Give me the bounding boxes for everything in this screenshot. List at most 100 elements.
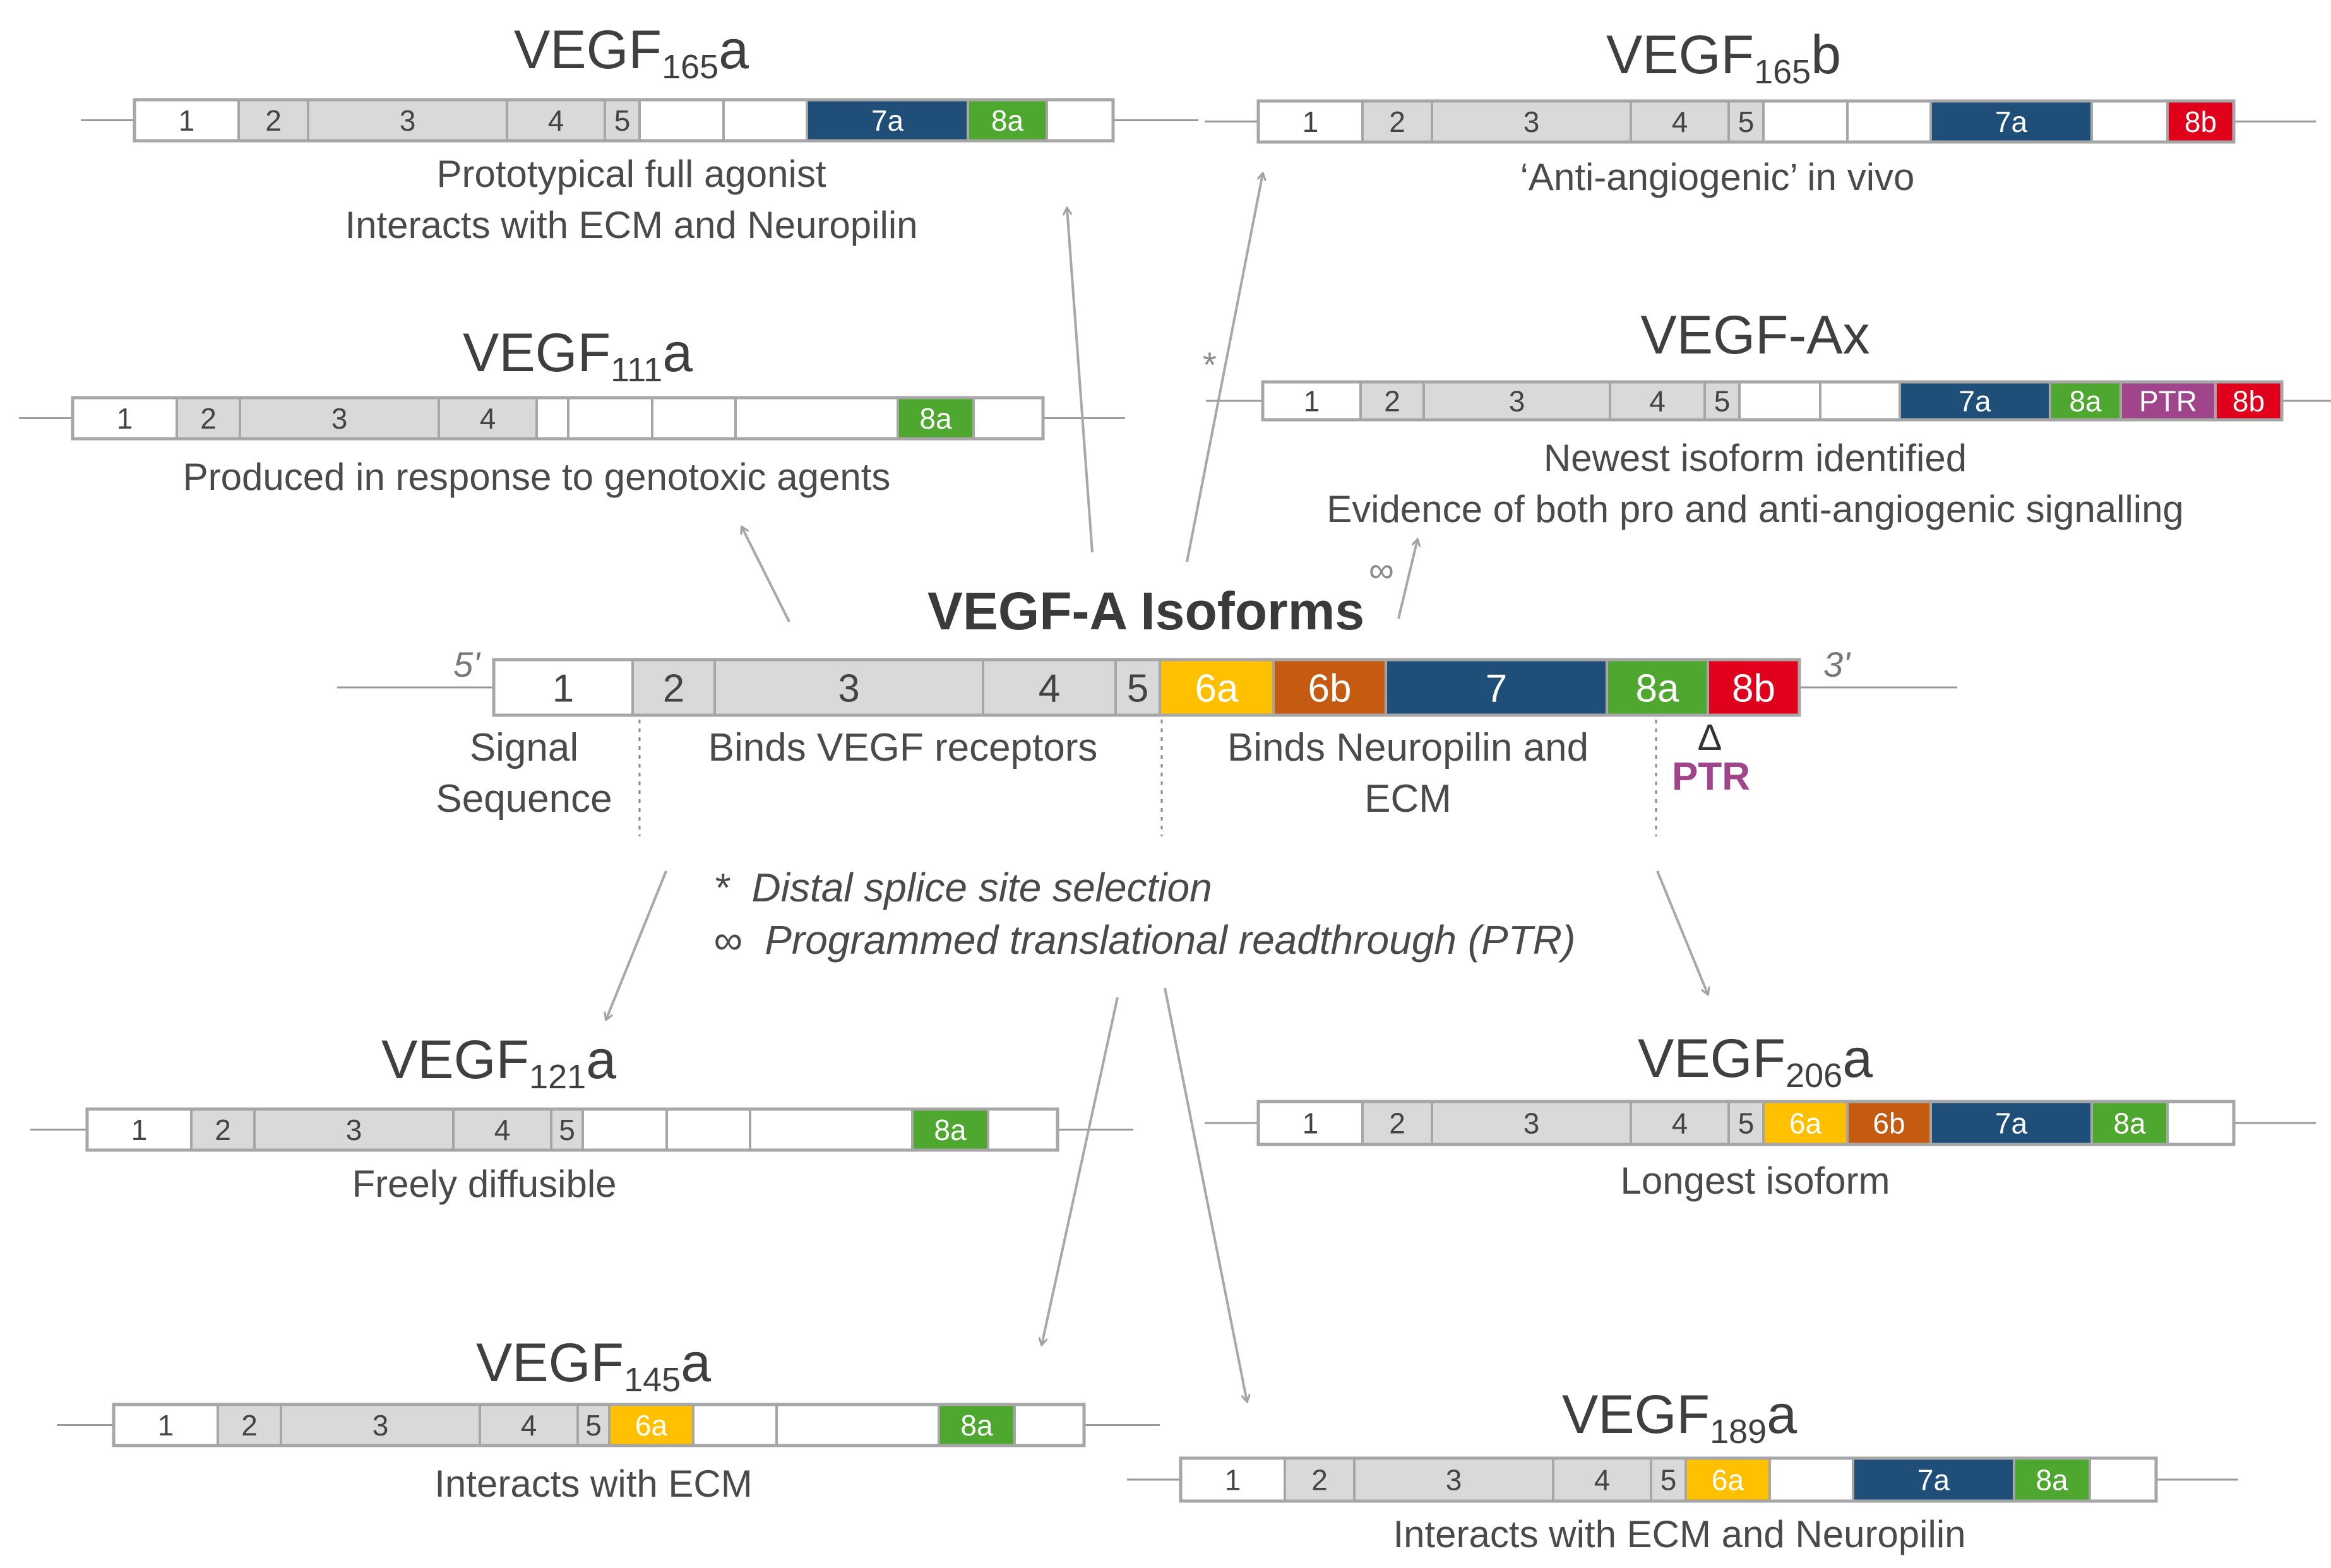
isoform-165a-exon-label-1: 1 [179, 104, 195, 137]
isoform-165b-exon-label-1: 1 [1303, 105, 1319, 138]
arrow-to-165a [1067, 208, 1094, 553]
isoform-165a-exon-label-7a: 7a [871, 104, 904, 137]
isoform-145a-name-subscript: 145 [624, 1361, 681, 1399]
isoform-206a-exon-label-6a: 6a [1789, 1107, 1822, 1140]
isoform-111a-exon-blank-5 [567, 396, 653, 440]
isoform-121a-description-line-0: Freely diffusible [352, 1163, 617, 1205]
isoform-111a-bar-outline [71, 396, 1045, 441]
isoform-121a-exon-3 [253, 1108, 455, 1151]
isoform-145a-exon-label-8a: 8a [960, 1409, 993, 1442]
isoform-206a-exon-4 [1630, 1100, 1730, 1146]
isoform-189a-description: Interacts with ECM and Neuropilin [1393, 1509, 1965, 1560]
isoform-121a-exon-blank-5 [581, 1108, 668, 1151]
isoform-165b-exon-8b [2166, 100, 2235, 143]
arrow-to-145a [1042, 997, 1119, 1345]
isoform-189a-bar-outline [1179, 1456, 2158, 1503]
isoform-165a-bar-outline [133, 98, 1115, 143]
isoform-189a-exon-label-1: 1 [1225, 1464, 1241, 1497]
isoform-165a-name-base: VEGF [513, 20, 662, 80]
isoform-145a-exon-label-4: 4 [521, 1409, 537, 1442]
isoform-145a-exon-label-1: 1 [158, 1409, 174, 1442]
isoform-165b-exon-3 [1431, 100, 1632, 143]
isoform-121a-name-base: VEGF [381, 1030, 530, 1090]
isoform-165b-exon-label-4: 4 [1672, 105, 1688, 138]
main-exon-label-3: 3 [838, 667, 859, 710]
isoform-165a-exon-label-8a: 8a [991, 104, 1024, 137]
isoform-189a-exon-7a [1852, 1457, 2015, 1502]
isoform-Ax-exon-blank-6 [1819, 381, 1901, 421]
isoform-Ax-exon-label-3: 3 [1509, 385, 1525, 418]
isoform-165a-name-suffix: a [718, 20, 749, 80]
isoform-145a-name-suffix: a [681, 1333, 712, 1393]
isoform-Ax-exon-8a [2049, 381, 2122, 421]
isoform-Ax-name: VEGF-Ax [1640, 304, 1869, 367]
legend-inf-symbol: ∞ [713, 917, 742, 963]
isoform-121a-exon-label-5: 5 [559, 1114, 575, 1146]
isoform-111a-exon-blank-7 [734, 396, 899, 440]
legend-star-symbol: * [713, 865, 729, 910]
isoform-206a-exon-label-1: 1 [1303, 1107, 1319, 1140]
isoform-Ax-name-base: VEGF-Ax [1640, 305, 1870, 365]
main-exon-label-7: 7 [1486, 667, 1507, 710]
isoform-121a-exon-label-2: 2 [215, 1114, 231, 1146]
isoform-145a-bar-outline [112, 1403, 1086, 1447]
isoform-206a-bar-outline [1256, 1100, 2236, 1146]
isoform-145a-name: VEGF145a [476, 1332, 711, 1399]
isoform-206a-exon-label-3: 3 [1523, 1107, 1540, 1140]
isoform-Ax-description-line-1: Evidence of both pro and anti-angiogenic… [1326, 488, 2184, 530]
arrow-to-165b [1186, 174, 1263, 562]
isoform-145a-exon-blank-6 [692, 1403, 778, 1447]
isoform-Ax-bar-outline [1261, 380, 2284, 422]
isoform-206a-exon-1 [1257, 1100, 1364, 1146]
isoform-206a-name-base: VEGF [1637, 1028, 1786, 1089]
isoform-121a-bar-outline [85, 1107, 1059, 1152]
isoform-206a-name-subscript: 206 [1786, 1057, 1843, 1095]
signal-line-1: Signal [469, 726, 579, 769]
isoform-165a-exon-blank-9 [1046, 98, 1114, 142]
isoform-206a-exon-6b [1846, 1100, 1932, 1146]
isoform-165a-description-line-1: Interacts with ECM and Neuropilin [345, 204, 918, 246]
isoform-165b-exon-blank-5 [1762, 100, 1849, 143]
isoform-189a-exon-label-6a: 6a [1712, 1464, 1744, 1497]
isoform-111a-exon-blank-6 [651, 396, 737, 440]
isoform-111a-name-suffix: a [662, 323, 693, 383]
main-exon-4 [982, 658, 1117, 716]
isoform-165b-exon-blank-6 [1846, 100, 1932, 143]
isoform-206a-exon-label-7a: 7a [1995, 1107, 2028, 1140]
isoform-121a-description: Freely diffusible [352, 1158, 616, 1209]
isoform-189a-exon-3 [1353, 1457, 1554, 1502]
isoform-Ax-exon-label-PTR: PTR [2139, 385, 2197, 418]
isoform-121a-exon-8a [911, 1108, 989, 1151]
legend-inf-row: ∞ Programmed translational readthrough (… [713, 914, 1575, 966]
legend: * Distal splice site selection ∞ Program… [713, 862, 1575, 966]
signal-sequence-label: Signal Sequence [436, 723, 612, 824]
isoform-121a-exon-label-4: 4 [494, 1114, 511, 1146]
isoform-206a-description: Longest isoform [1621, 1155, 1890, 1206]
isoform-121a-exon-label-8a: 8a [934, 1114, 967, 1146]
isoform-165a-exon-label-2: 2 [265, 104, 282, 137]
isoform-145a-exon-label-5: 5 [585, 1409, 602, 1442]
isoform-165a-exon-label-5: 5 [614, 104, 631, 137]
isoform-206a-name: VEGF206a [1638, 1028, 1873, 1095]
diagram-title: VEGF-A Isoforms [927, 581, 1365, 641]
isoform-Ax-exon-label-5: 5 [1714, 385, 1731, 418]
isoform-145a-exon-label-3: 3 [373, 1409, 389, 1442]
isoform-145a-exon-label-6a: 6a [635, 1409, 668, 1442]
main-exon-label-2: 2 [663, 667, 684, 710]
isoform-189a-exon-label-8a: 8a [2036, 1464, 2068, 1497]
isoform-121a-name-subscript: 121 [529, 1058, 587, 1096]
isoform-189a-exon-label-3: 3 [1446, 1464, 1462, 1497]
isoform-145a-description-line-0: Interacts with ECM [434, 1463, 753, 1505]
isoform-145a-description: Interacts with ECM [434, 1458, 752, 1509]
isoform-121a-name: VEGF121a [381, 1029, 616, 1096]
isoform-111a-exon-blank-9 [972, 396, 1044, 440]
isoform-111a-exon-label-4: 4 [480, 402, 496, 435]
isoform-121a-exon-blank-9 [987, 1108, 1059, 1151]
isoform-206a-exon-label-8a: 8a [2113, 1107, 2146, 1140]
main-exon-label-1: 1 [552, 667, 574, 710]
isoform-145a-exon-blank-7 [775, 1403, 940, 1447]
isoform-165b-exon-label-2: 2 [1389, 105, 1405, 138]
isoform-206a-exon-7a [1929, 1100, 2093, 1146]
main-exon-label-5: 5 [1127, 667, 1148, 710]
